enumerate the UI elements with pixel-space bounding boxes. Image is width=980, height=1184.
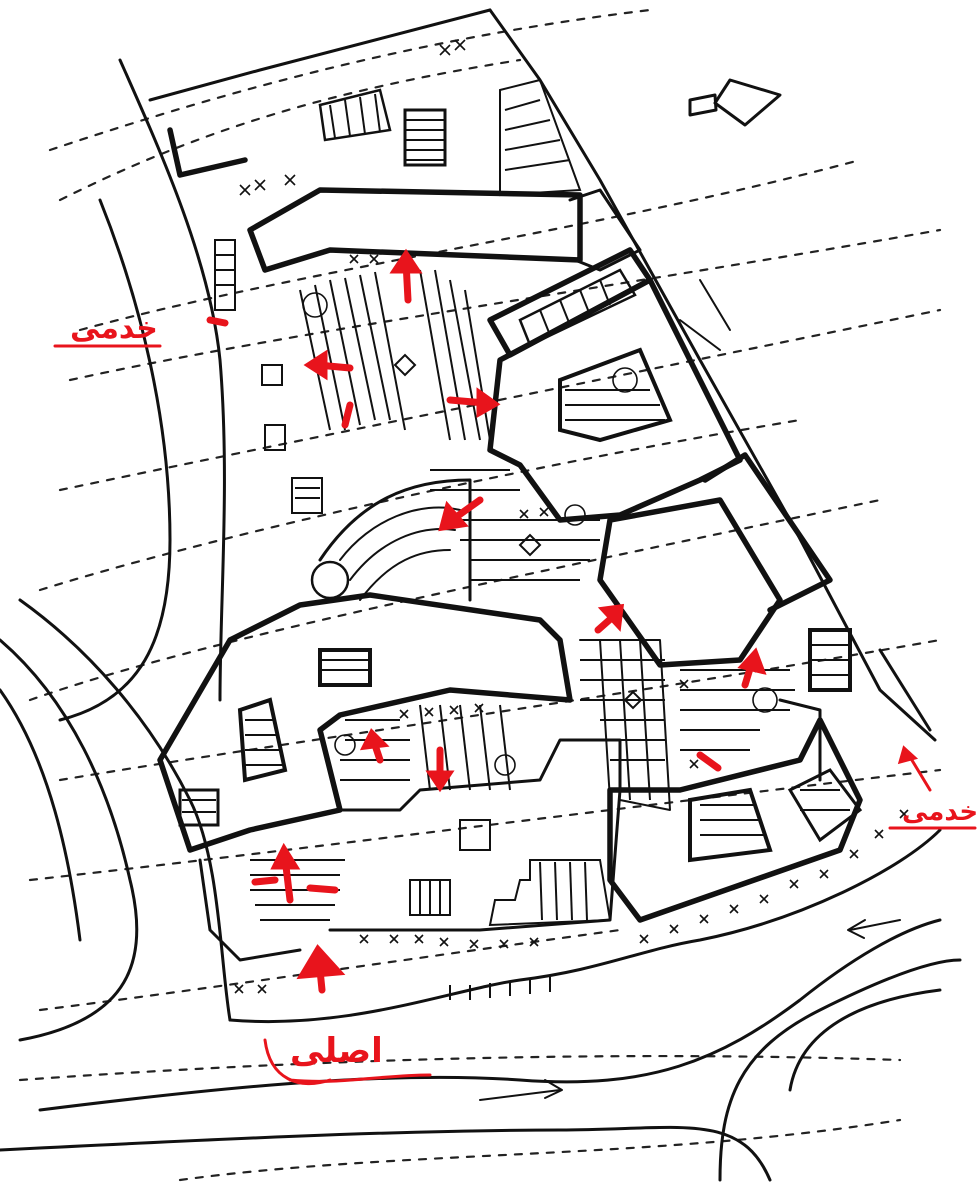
amphitheater xyxy=(310,478,472,602)
north-arrow-icon xyxy=(688,78,782,127)
hatch-top-right xyxy=(499,78,582,197)
circulation-arrow-icon xyxy=(389,248,423,304)
hatch-small-boxes xyxy=(178,628,852,827)
circulation-arrow-icon xyxy=(270,842,301,904)
roads xyxy=(0,58,962,1182)
stairs-strips xyxy=(214,88,637,1000)
hatch-left-poly xyxy=(237,697,288,783)
hatch-bottom-right xyxy=(688,768,863,863)
hatch-courtyard-upper xyxy=(299,269,491,441)
label-service-right: خدمی xyxy=(902,797,978,827)
building-masses xyxy=(157,187,863,962)
hatch-entrance-court xyxy=(250,859,345,921)
circulation-arrow-icon xyxy=(737,647,767,689)
circulation-arrow-icon xyxy=(296,944,346,994)
circulation-arrow-icon xyxy=(306,884,339,894)
circulation-arrow-icon xyxy=(438,496,484,532)
hatch-lower-strips xyxy=(340,704,612,927)
hatch-courtyard-middle xyxy=(430,469,600,581)
label-main-entrance: اصلی xyxy=(290,1031,383,1071)
hatch-block-top xyxy=(403,108,447,167)
circulation-arrows xyxy=(206,248,932,994)
label-service-left: خدمی xyxy=(70,311,158,346)
hatch-right-terrace xyxy=(680,669,795,751)
vegetation xyxy=(234,39,909,994)
hatch-grid-plaza xyxy=(579,639,671,811)
circulation-arrow-icon xyxy=(897,745,932,792)
circulation-arrow-icon xyxy=(594,603,625,634)
circulation-arrow-icon xyxy=(303,349,354,381)
circulation-arrow-icon xyxy=(341,401,354,429)
circulation-arrow-icon xyxy=(425,746,455,793)
underline-main-entrance xyxy=(263,1038,432,1086)
annotations: خدمی خدمی اصلی xyxy=(53,311,978,1086)
hatched-areas xyxy=(178,78,863,1000)
circulation-arrow-icon xyxy=(359,728,390,764)
circulation-arrow-icon xyxy=(251,876,279,886)
hatch-pentagon-right xyxy=(558,347,673,443)
circulation-arrow-icon xyxy=(696,751,722,772)
circulation-arrow-icon xyxy=(206,316,229,327)
circulation-arrow-icon xyxy=(446,387,501,419)
